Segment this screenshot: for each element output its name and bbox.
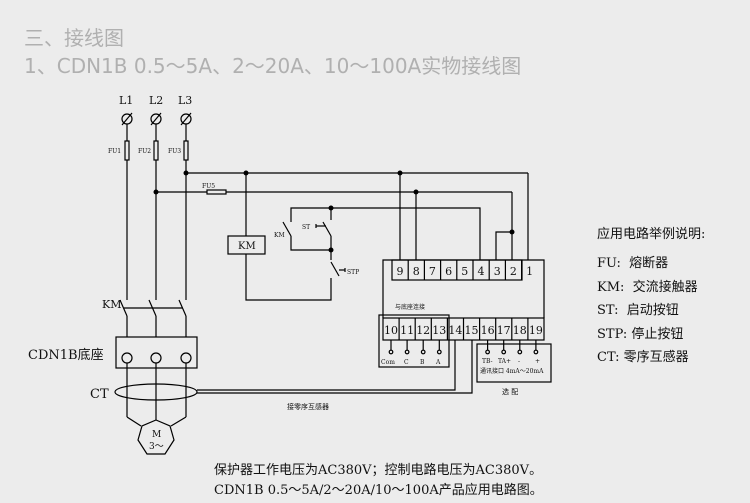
terminal-4: 4 bbox=[478, 265, 485, 278]
terminal-1: 1 bbox=[526, 265, 533, 278]
phase-label: L1 bbox=[119, 94, 133, 107]
comm-pin: TA+ bbox=[498, 358, 511, 365]
pin-terminal bbox=[388, 349, 394, 355]
fu5-label: FU5 bbox=[202, 183, 215, 190]
km-contact-label: KM bbox=[274, 232, 285, 239]
ct-wire-label: 接零序互感器 bbox=[287, 402, 329, 411]
motor-m: M bbox=[152, 430, 161, 440]
base-pin: Com bbox=[381, 359, 395, 366]
control-wiring bbox=[156, 172, 529, 301]
terminal-19: 19 bbox=[529, 324, 543, 337]
pin-terminal bbox=[501, 349, 507, 355]
base-pin: A bbox=[435, 359, 441, 366]
motor-phase: 3～ bbox=[149, 442, 164, 452]
subtitle: 1、CDN1B 0.5～5A、2～20A、10～100A实物接线图 bbox=[24, 54, 522, 78]
legend-item: FU: 熔断器 bbox=[597, 256, 668, 271]
comm-pin: - bbox=[518, 358, 520, 365]
legend-item: KM: 交流接触器 bbox=[597, 279, 698, 295]
comm-pin: TB- bbox=[482, 358, 493, 365]
base-pin: B bbox=[420, 359, 425, 366]
base-connect-label: 与底座连接 bbox=[395, 303, 425, 311]
main-contact-label: KM bbox=[102, 298, 121, 311]
terminal-12: 12 bbox=[416, 324, 430, 337]
fuse-label: FU2 bbox=[138, 148, 151, 155]
terminal-10: 10 bbox=[384, 324, 398, 337]
pin-terminal bbox=[485, 349, 491, 355]
ct-label: CT bbox=[90, 387, 109, 402]
terminal-13: 13 bbox=[432, 324, 446, 337]
terminal-11: 11 bbox=[400, 324, 414, 337]
terminal-16: 16 bbox=[481, 324, 495, 337]
terminal-9: 9 bbox=[397, 265, 404, 278]
terminal-5: 5 bbox=[461, 265, 468, 278]
footer-line2: CDN1B 0.5～5A/2～20A/10～100A产品应用电路图。 bbox=[214, 482, 543, 498]
base-pin: C bbox=[404, 359, 409, 366]
pin-terminal bbox=[436, 349, 442, 355]
fuse-label: FU3 bbox=[168, 148, 181, 155]
controller-block bbox=[197, 259, 552, 394]
legend-title: 应用电路举例说明: bbox=[597, 226, 705, 242]
phase-terminals bbox=[121, 112, 192, 300]
terminal-17: 17 bbox=[497, 324, 511, 337]
terminal-3: 3 bbox=[494, 265, 501, 278]
legend-item: STP: 停止按钮 bbox=[597, 326, 683, 342]
comm-pin: + bbox=[535, 358, 540, 365]
terminal-18: 18 bbox=[513, 324, 527, 337]
terminal-7: 7 bbox=[429, 265, 436, 278]
km-coil-label: KM bbox=[238, 241, 256, 252]
legend-item: ST: 启动按钮 bbox=[597, 303, 679, 318]
section-title: 三、接线图 bbox=[24, 26, 124, 50]
main-contacts bbox=[114, 299, 198, 455]
pin-terminal bbox=[517, 349, 523, 355]
pin-terminal bbox=[533, 349, 539, 355]
fuse-label: FU1 bbox=[108, 148, 121, 155]
terminal-14: 14 bbox=[448, 324, 462, 337]
stp-label: STP bbox=[347, 269, 359, 276]
terminal-6: 6 bbox=[445, 265, 452, 278]
comm-label: 通讯接口 4mA～20mA bbox=[480, 367, 544, 375]
terminal-2: 2 bbox=[510, 265, 517, 278]
st-label: ST bbox=[302, 224, 310, 231]
phase-label: L2 bbox=[149, 94, 163, 107]
legend-item: CT: 零序互感器 bbox=[597, 349, 689, 365]
pin-terminal bbox=[404, 349, 410, 355]
legend: 应用电路举例说明: FU: 熔断器 KM: 交流接触器 ST: 启动按钮 STP… bbox=[597, 226, 705, 365]
optional-label: 选 配 bbox=[502, 387, 518, 396]
phase-label: L3 bbox=[178, 94, 192, 107]
junction-nodes bbox=[153, 170, 515, 253]
base-label: CDN1B底座 bbox=[28, 347, 104, 363]
footer-line1: 保护器工作电压为AC380V；控制电路电压为AC380V。 bbox=[214, 462, 542, 478]
terminal-15: 15 bbox=[465, 324, 479, 337]
pin-terminal bbox=[420, 349, 426, 355]
terminal-8: 8 bbox=[413, 265, 420, 278]
